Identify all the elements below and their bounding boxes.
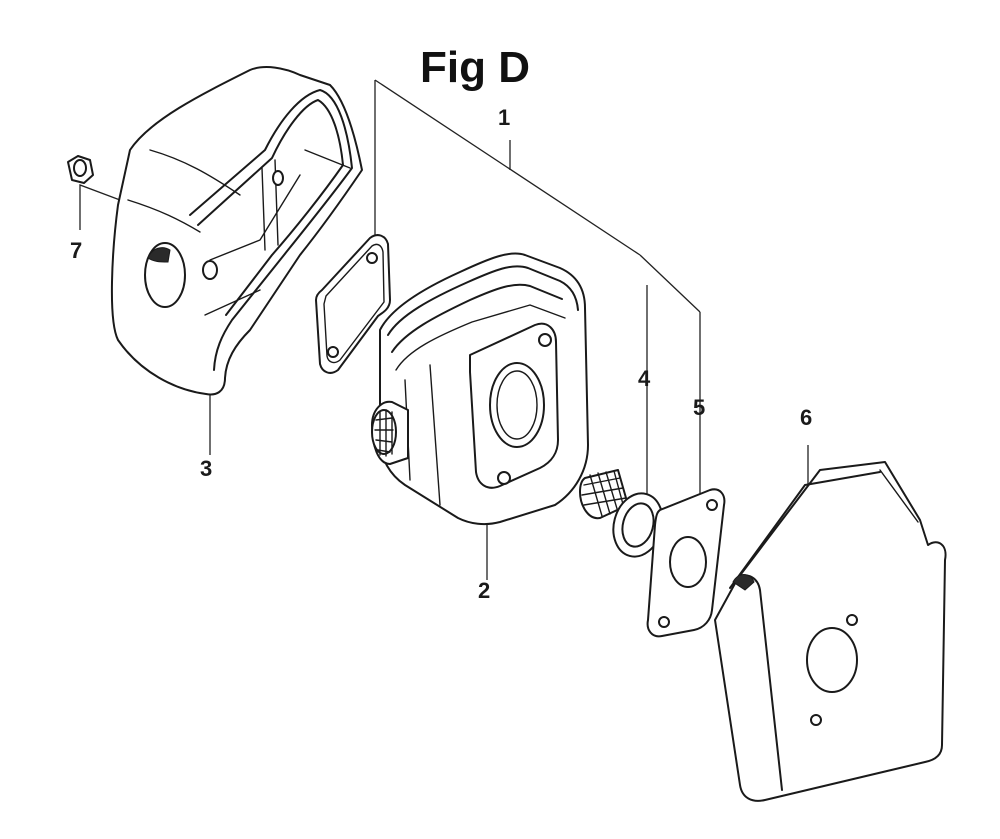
leader-1-top [374,79,641,256]
callout-1: 1 [498,105,510,130]
part-3-muffler-protector [110,66,363,396]
callout-5: 5 [693,395,705,420]
callout-2: 2 [478,578,490,603]
part-4-spark-arrester [579,469,664,558]
part-5-gasket [646,488,726,638]
callout-3: 3 [200,456,212,481]
callout-6: 6 [800,405,812,430]
part-6-heat-shield [714,461,947,802]
part-gasket-small [315,234,391,374]
leader-1-right [639,254,701,313]
part-7-nut [67,155,94,184]
callout-7: 7 [70,238,82,263]
leader-7 [79,184,121,230]
callout-labels: 1 2 3 4 5 6 7 [70,105,812,603]
figure-title: Fig D [420,43,530,92]
callout-4: 4 [638,366,651,391]
part-2-muffler [371,252,589,526]
